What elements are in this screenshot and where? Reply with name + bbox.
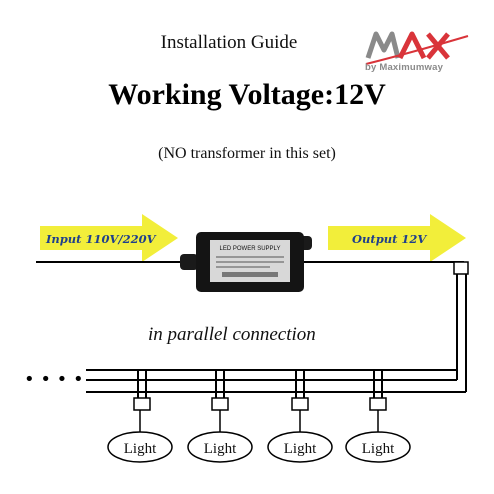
psu-mount-left [180, 254, 198, 270]
output-label: Output 12V [352, 232, 427, 246]
psu-label: LED POWER SUPPLY [220, 246, 281, 252]
power-supply-unit: LED POWER SUPPLY [180, 232, 312, 292]
voltage-heading: Working Voltage:12V [108, 78, 386, 111]
logo-mark-x [426, 32, 450, 60]
connection-label: in parallel connection [148, 324, 316, 345]
light-bulb [187, 431, 253, 463]
light-tap-3: Light [267, 370, 333, 463]
light-tap-4: Light [345, 370, 411, 463]
transformer-note: (NO transformer in this set) [158, 145, 336, 162]
light-bulb [345, 431, 411, 463]
connector [133, 397, 151, 411]
light-label: Light [362, 441, 395, 457]
brand-logo [365, 31, 469, 65]
junction-terminal [453, 261, 469, 275]
guide-title: Installation Guide [160, 32, 298, 53]
connector [369, 397, 387, 411]
light-label: Light [204, 441, 237, 457]
logo-tagline: by Maximumway [365, 62, 444, 73]
light-bulb [107, 431, 173, 463]
light-tap-1: Light [107, 370, 173, 463]
continuation-dots: • • • • [24, 369, 84, 390]
input-arrow [40, 214, 178, 262]
connector [211, 397, 229, 411]
light-label: Light [284, 441, 317, 457]
psu-cert-marks [222, 272, 278, 277]
logo-mark-m [365, 31, 401, 59]
connector [291, 397, 309, 411]
light-tap-2: Light [187, 370, 253, 463]
light-bulb [267, 431, 333, 463]
output-arrow [328, 214, 466, 262]
light-label: Light [124, 441, 157, 457]
logo-swoosh [365, 35, 469, 65]
input-label: Input 110V/220V [45, 232, 157, 246]
